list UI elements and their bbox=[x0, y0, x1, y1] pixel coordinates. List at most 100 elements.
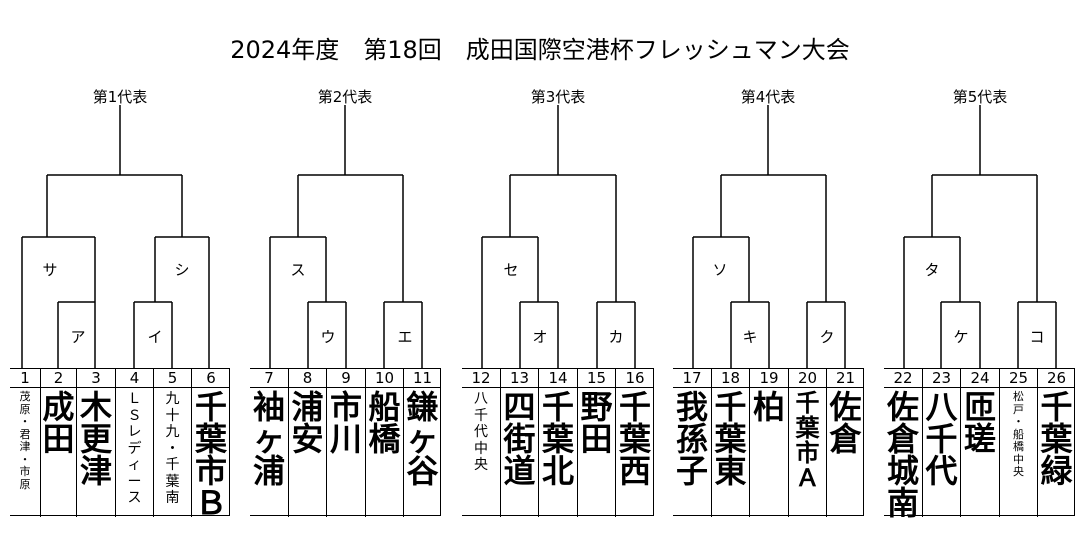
team-entry: 12 八千代中央 bbox=[462, 369, 500, 517]
team-name: 千葉東 bbox=[714, 388, 747, 490]
team-name: 八千代中央 bbox=[474, 391, 488, 473]
team-name: 茂原・君津・市原 bbox=[19, 390, 31, 491]
team-name: 松戸・船橋中央 bbox=[1013, 390, 1024, 478]
team-number: 18 bbox=[720, 369, 741, 387]
table-divider bbox=[884, 387, 1074, 388]
team-number: 5 bbox=[167, 369, 178, 387]
team-name: 袖ヶ浦 bbox=[252, 388, 285, 490]
team-number: 21 bbox=[835, 369, 856, 387]
team-number: 26 bbox=[1046, 369, 1067, 387]
team-number: 10 bbox=[374, 369, 395, 387]
team-entry: 1 茂原・君津・市原 bbox=[10, 369, 40, 517]
team-number: 2 bbox=[53, 369, 64, 387]
team-name: 千葉緑 bbox=[1040, 388, 1073, 490]
team-number: 12 bbox=[471, 369, 491, 387]
team-entry: 5 九十九・千葉南 bbox=[153, 369, 191, 517]
team-number: 25 bbox=[1008, 369, 1029, 387]
table-divider bbox=[673, 387, 863, 388]
representative-label: 第5代表 bbox=[952, 88, 1008, 106]
match-label: カ bbox=[608, 328, 624, 346]
team-number: 22 bbox=[893, 369, 913, 387]
match-label: オ bbox=[532, 328, 548, 346]
team-name: 匝瑳 bbox=[963, 388, 996, 458]
table-divider bbox=[462, 387, 653, 388]
team-number: 14 bbox=[548, 369, 568, 387]
team-number: 17 bbox=[682, 369, 702, 387]
match-label: ウ bbox=[320, 328, 336, 346]
match-label: サ bbox=[42, 261, 58, 279]
team-name: 野田 bbox=[580, 388, 613, 458]
team-name: 我孫子 bbox=[675, 388, 708, 490]
representative-label: 第3代表 bbox=[530, 88, 586, 106]
team-number: 7 bbox=[264, 369, 274, 387]
team-number: 23 bbox=[931, 369, 952, 387]
match-label: ク bbox=[819, 328, 835, 346]
team-number: 11 bbox=[412, 369, 433, 387]
table-divider bbox=[250, 387, 440, 388]
team-name: 九十九・千葉南 bbox=[165, 391, 180, 506]
match-label: エ bbox=[397, 328, 413, 346]
match-label: シ bbox=[174, 261, 190, 279]
team-name: 成田 bbox=[42, 388, 75, 458]
team-name: 八千代 bbox=[925, 388, 958, 490]
match-label: セ bbox=[503, 261, 519, 279]
table-divider bbox=[10, 387, 229, 388]
team-name: 千葉西 bbox=[618, 388, 651, 490]
team-number: 1 bbox=[20, 369, 30, 387]
team-number: 4 bbox=[129, 369, 140, 387]
team-name: 佐倉 bbox=[829, 388, 862, 458]
team-name: 四街道 bbox=[503, 388, 536, 490]
team-number: 16 bbox=[625, 369, 645, 387]
team-name: 浦安 bbox=[291, 388, 324, 458]
team-name: 柏 bbox=[752, 388, 785, 426]
page-title: 2024年度 第18回 成田国際空港杯フレッシュマン大会 bbox=[230, 36, 850, 64]
match-label: キ bbox=[742, 328, 758, 346]
match-label: ケ bbox=[953, 328, 969, 346]
match-label: ア bbox=[70, 328, 86, 346]
match-label: イ bbox=[147, 328, 163, 346]
match-label: コ bbox=[1029, 328, 1045, 346]
team-number: 19 bbox=[759, 369, 779, 387]
team-number: 6 bbox=[206, 369, 216, 387]
match-label: タ bbox=[924, 261, 940, 279]
team-name: 船橋 bbox=[368, 388, 401, 458]
team-number: 24 bbox=[970, 369, 990, 387]
team-name: 市川 bbox=[329, 388, 362, 458]
team-number: 13 bbox=[509, 369, 530, 387]
team-name: 佐倉城南 bbox=[886, 388, 919, 522]
representative-label: 第2代表 bbox=[317, 88, 373, 106]
representative-label: 第1代表 bbox=[92, 88, 148, 106]
match-label: ソ bbox=[712, 261, 728, 279]
team-name: 鎌ヶ谷 bbox=[406, 388, 439, 490]
team-entry: 25 松戸・船橋中央 bbox=[999, 369, 1037, 517]
team-name: 千葉北 bbox=[541, 388, 574, 490]
